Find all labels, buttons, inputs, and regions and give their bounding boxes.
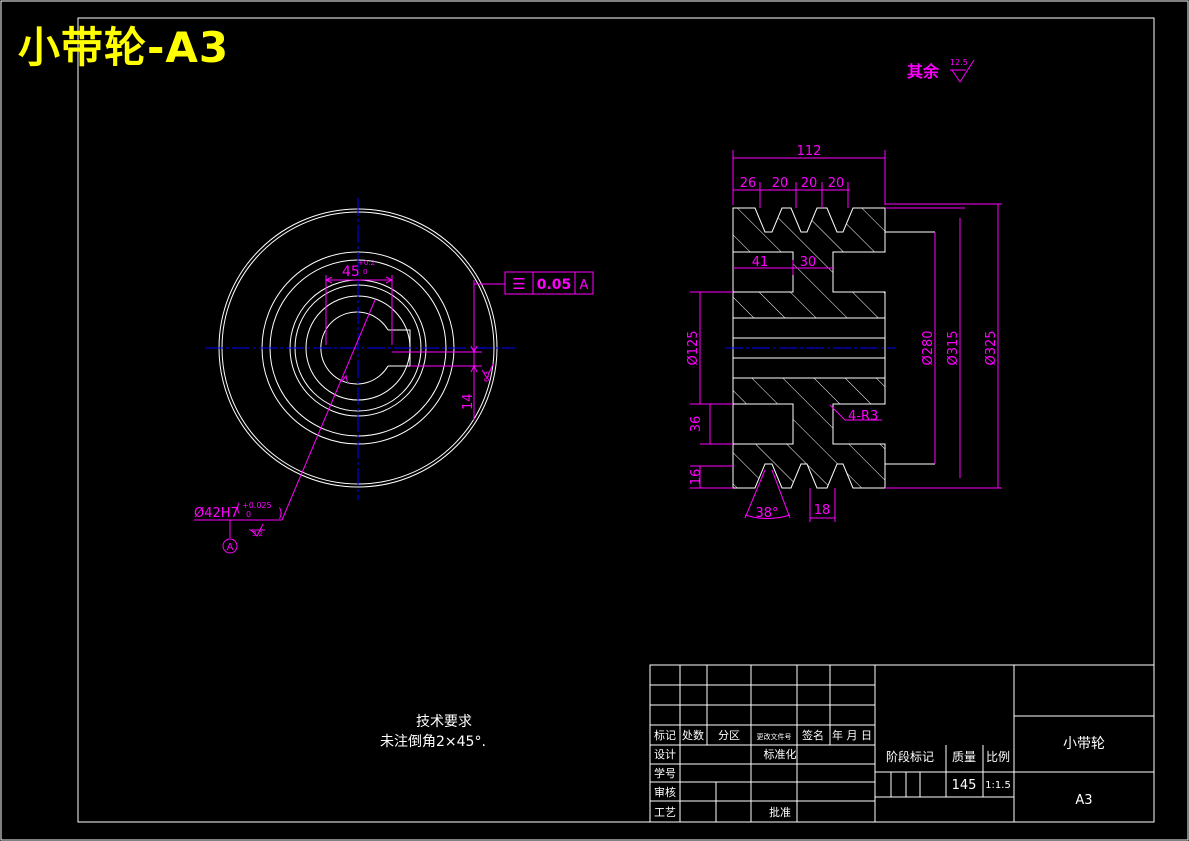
- drawing-title: 小带轮-A3: [18, 23, 230, 72]
- notes-line: 未注倒角2×45°.: [380, 734, 486, 750]
- svg-text:): ): [278, 506, 283, 520]
- bore-tol-high: +0.025: [242, 501, 272, 510]
- tb-mass: 质量: [952, 750, 976, 764]
- inner-dia-label: Ø280: [921, 330, 936, 365]
- groove-pitch-2-label: 20: [801, 176, 818, 191]
- tb-zone: 分区: [718, 729, 740, 742]
- groove-pitch-1-label: 20: [772, 176, 789, 191]
- title-block-texts: 标记 处数 分区 更改文件号 签名 年 月 日 设计 标准化 学号 审核 工艺 …: [654, 728, 1105, 819]
- tb-docno: 更改文件号: [757, 732, 792, 741]
- tb-count: 处数: [682, 729, 704, 742]
- section-texts: 112 26 20 20 20 41 30 Ø125 Ø280 Ø315 Ø32…: [686, 144, 999, 521]
- groove-top-label: 18: [814, 503, 831, 518]
- tb-approve: 批准: [769, 805, 791, 819]
- title-block: [649, 664, 1155, 823]
- groove-first-label: 26: [740, 176, 757, 191]
- inner-border: [77, 17, 1155, 823]
- section-dimensions: [690, 150, 1002, 522]
- tb-sign: 签名: [802, 728, 824, 742]
- front-view: [205, 198, 515, 500]
- datum-label: A: [227, 542, 234, 553]
- tolerance-symbol: ☰: [512, 275, 525, 293]
- tb-date: 年 月 日: [832, 728, 872, 742]
- web-height-label: 36: [689, 416, 704, 433]
- tb-student-no: 学号: [654, 766, 676, 780]
- tolerance-value: 0.05: [537, 277, 572, 293]
- web-left-label: 41: [752, 255, 769, 270]
- key-depth-label: 14: [461, 393, 476, 410]
- bottom-offset-label: 16: [689, 469, 704, 486]
- tb-drawing-no: A3: [1075, 793, 1092, 808]
- bore-dimension: Ø42H7: [194, 506, 239, 521]
- tb-scale-value: 1:1.5: [985, 780, 1011, 791]
- groove-pitch-3-label: 20: [828, 176, 845, 191]
- keyway-width-label: 45: [342, 264, 360, 280]
- notes-heading: 技术要求: [416, 714, 472, 730]
- web-right-label: 30: [800, 255, 817, 270]
- tolerance-frame: ☰ 0.05 A: [504, 271, 594, 295]
- outer-dia-label: Ø325: [984, 330, 999, 365]
- tb-mass-value: 145: [952, 778, 977, 793]
- tb-review: 审核: [654, 785, 676, 799]
- tb-part-name: 小带轮: [1063, 736, 1105, 752]
- hub-dia-label: Ø125: [686, 330, 701, 365]
- key-roughness: 6.3: [483, 371, 491, 382]
- keyway-tol-high: +0.2: [358, 259, 375, 267]
- tb-mark: 标记: [654, 728, 676, 742]
- section-view: [725, 207, 935, 489]
- keyway-tol-low: 0: [363, 268, 367, 276]
- width-label: 112: [797, 144, 822, 159]
- tb-standardize: 标准化: [764, 747, 797, 761]
- front-dimensions: [194, 275, 505, 554]
- pitch-dia-label: Ø315: [946, 330, 961, 365]
- tolerance-datum: A: [580, 278, 589, 293]
- svg-text:(: (: [236, 501, 241, 515]
- roughness-note: 其余 12.5: [907, 58, 975, 83]
- roughness-label: 其余: [907, 62, 940, 81]
- roughness-value: 12.5: [950, 58, 968, 67]
- tb-scale: 比例: [986, 750, 1010, 764]
- groove-angle-label: 38°: [755, 506, 778, 521]
- front-texts: 45 +0.2 0 14 6.3 Ø42H7 ( ) +0.025 0 3.2 …: [194, 259, 491, 553]
- bore-tol-low: 0: [246, 510, 251, 519]
- tb-design: 设计: [654, 748, 676, 761]
- bore-roughness: 3.2: [252, 530, 263, 538]
- tb-stage-mark: 阶段标记: [886, 749, 934, 764]
- tb-process: 工艺: [654, 806, 676, 819]
- technical-notes: 技术要求 未注倒角2×45°.: [380, 712, 486, 752]
- fillet-label: 4-R3: [848, 409, 878, 424]
